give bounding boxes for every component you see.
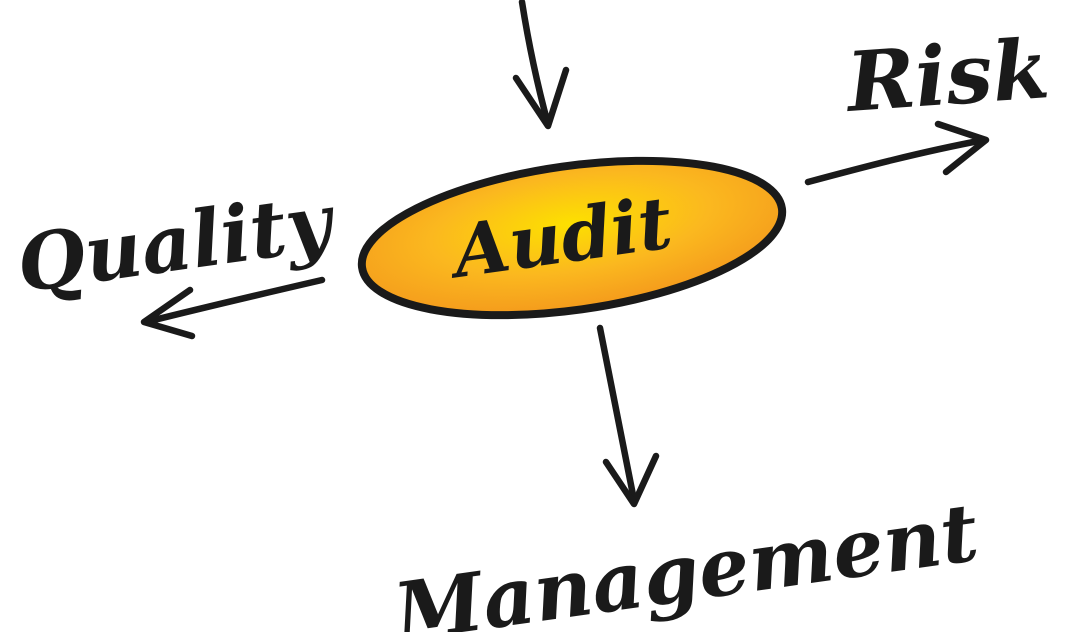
risk-label: Risk bbox=[842, 21, 1052, 131]
arrow-to-management bbox=[596, 324, 660, 508]
management-label: Management bbox=[386, 485, 984, 632]
arrow-to-quality bbox=[140, 276, 326, 340]
audit-node: Audit bbox=[357, 156, 787, 320]
quality-label: Quality bbox=[12, 176, 342, 311]
arrow-to-risk bbox=[804, 120, 990, 186]
incoming-arrow-top bbox=[512, 0, 570, 130]
audit-ellipse bbox=[357, 156, 787, 320]
